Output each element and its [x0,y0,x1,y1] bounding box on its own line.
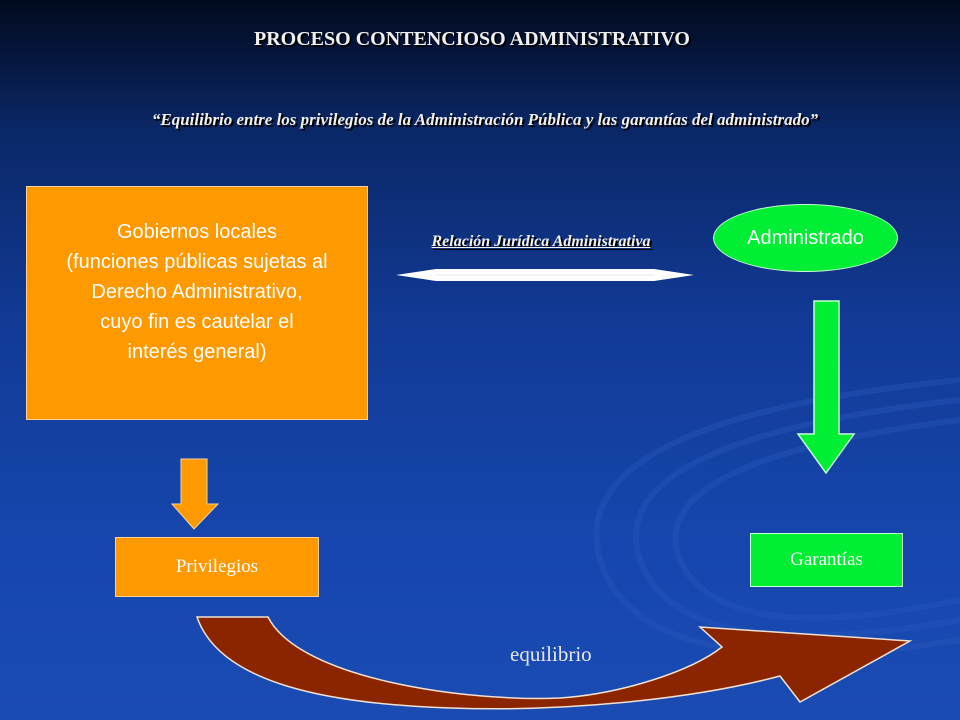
equilibrio-label: equilibrio [510,642,592,666]
double-arrow-icon [396,269,694,281]
green-down-arrow-icon [796,300,856,475]
gobiernos-locales-box: Gobiernos locales (funciones públicas su… [26,186,368,420]
gobiernos-line: cuyo fin es cautelar el [100,311,294,333]
gobiernos-line: Gobiernos locales [116,221,278,243]
slide-subtitle: “Equilibrio entre los privilegios de la … [151,110,819,129]
slide-title: PROCESO CONTENCIOSO ADMINISTRATIVO [254,28,690,50]
gobiernos-line: (funciones públicas sujetas al [66,251,328,273]
administrado-ellipse: Administrado [713,204,898,272]
relacion-juridica-label: Relación Jurídica Administrativa [431,233,651,250]
gobiernos-line: Derecho Administrativo, [91,281,303,303]
garantias-box: Garantías [750,533,903,587]
gobiernos-line: interés general) [127,341,267,363]
orange-down-arrow-icon [170,458,220,530]
privilegios-box: Privilegios [115,537,319,597]
